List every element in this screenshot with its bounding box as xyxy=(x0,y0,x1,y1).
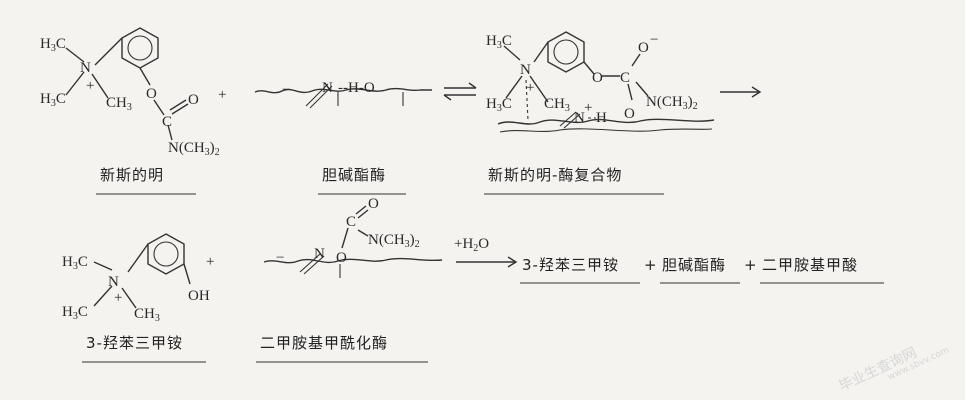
caption-cholinesterase: 胆碱酯酶 xyxy=(322,166,386,184)
svg-text:CH3: CH3 xyxy=(544,96,570,114)
equilibrium-arrow xyxy=(443,82,477,101)
product-hydroxy-ammonium: 3-羟苯三甲铵 xyxy=(522,256,619,274)
atom-ch3-2: CH xyxy=(544,96,565,112)
atom-o-serine: O xyxy=(624,106,635,122)
atom-h3c-4: H xyxy=(486,96,497,112)
product-cholinesterase: 胆碱酯酶 xyxy=(662,256,726,274)
neostigmine-structure: H3C N + H3C CH3 O C O N(CH3)2 xyxy=(40,27,220,158)
atom-c-3: C xyxy=(346,214,356,230)
plus-sign-1: + xyxy=(218,87,226,103)
caption-complex: 新斯的明-酶复合物 xyxy=(488,166,622,184)
svg-text:H3C: H3C xyxy=(62,254,88,272)
watermark: 毕业生查询网 www.sbvv.com xyxy=(836,345,950,395)
hbond-label: --H-O xyxy=(338,80,375,96)
charge-plus-2: + xyxy=(526,80,534,96)
svg-text:H3C: H3C xyxy=(486,33,512,51)
carbamylated-enzyme-structure: − N O C O N(CH3)2 xyxy=(263,196,443,278)
cholinesterase-structure: − N --H-O xyxy=(254,80,432,109)
product-dimethylcarbamic-acid: 二甲胺基甲酸 xyxy=(762,256,858,274)
atom-h3c-2: H xyxy=(40,91,51,107)
atom-n-2: N xyxy=(520,62,531,78)
svg-text:H3C: H3C xyxy=(486,96,512,114)
atom-o-serine-2: O xyxy=(336,250,347,266)
water-label: +H xyxy=(454,236,473,252)
svg-text:CH3: CH3 xyxy=(106,95,132,113)
hydroxy-ammonium-structure: H3C N + H3C CH3 OH xyxy=(62,233,210,324)
charge-minus: − xyxy=(650,32,658,48)
atom-n-site-1: N xyxy=(322,80,333,96)
atom-ch3-3: CH xyxy=(134,306,155,322)
caption-carbamylated-enzyme: 二甲胺基甲酰化酶 xyxy=(260,334,388,352)
atom-h: H xyxy=(596,110,607,126)
atom-n-dimethyl-2: N(CH xyxy=(646,94,683,110)
anionic-site-1: − xyxy=(282,82,290,98)
product-plus-2: + xyxy=(744,256,758,274)
atom-h3c-5: H xyxy=(62,254,73,270)
complex-structure: H3C N + H3C CH3 O C O − N(CH3)2 O N + H xyxy=(486,31,762,133)
atom-o-minus: O xyxy=(638,40,649,56)
atom-o-carbonyl-3: O xyxy=(368,196,379,212)
atom-n-dimethyl-3: N(CH xyxy=(368,232,405,248)
svg-text:+H2O: +H2O xyxy=(454,236,489,254)
reaction-arrow-2 xyxy=(456,256,518,268)
atom-c-2: C xyxy=(620,70,630,86)
svg-text:H3C: H3C xyxy=(40,36,66,54)
atom-o-ester: O xyxy=(146,86,157,102)
caption-neostigmine: 新斯的明 xyxy=(100,166,164,184)
svg-text:N(CH3)2: N(CH3)2 xyxy=(168,140,220,158)
aromatic-circle xyxy=(127,35,153,61)
atom-o-ester-2: O xyxy=(592,70,603,86)
svg-text:N(CH3)2: N(CH3)2 xyxy=(646,94,698,112)
atom-ch3-1: CH xyxy=(106,95,127,111)
atom-n-site-2: N xyxy=(314,246,325,262)
atom-nh: N xyxy=(574,110,585,126)
anionic-site-2: − xyxy=(276,250,284,266)
benzene-ring-3 xyxy=(147,233,185,275)
product-plus-1: + xyxy=(644,256,658,274)
charge-plus-4: + xyxy=(114,290,122,306)
caption-hydroxy-ammonium: 3-羟苯三甲铵 xyxy=(86,334,183,352)
benzene-ring xyxy=(121,27,159,69)
charge-plus-1: + xyxy=(86,78,94,94)
atom-h3c-1: H xyxy=(40,36,51,52)
svg-text:H3C: H3C xyxy=(62,304,88,322)
svg-text:CH3: CH3 xyxy=(134,306,160,324)
atom-n-1: N xyxy=(80,60,91,76)
atom-oh: OH xyxy=(188,288,210,304)
atom-c-carbonyl: C xyxy=(162,114,172,130)
plus-sign-2: + xyxy=(206,254,214,270)
atom-n-3: N xyxy=(108,274,119,290)
atom-h3c-6: H xyxy=(62,304,73,320)
atom-h3c-3: H xyxy=(486,33,497,49)
charge-plus-3: + xyxy=(584,100,592,116)
svg-text:H3C: H3C xyxy=(40,91,66,109)
svg-text:N(CH3)2: N(CH3)2 xyxy=(368,232,420,250)
benzene-ring-2 xyxy=(547,31,585,73)
atom-n-dimethyl-1: N(CH xyxy=(168,140,205,156)
atom-o-carbonyl: O xyxy=(188,92,199,108)
